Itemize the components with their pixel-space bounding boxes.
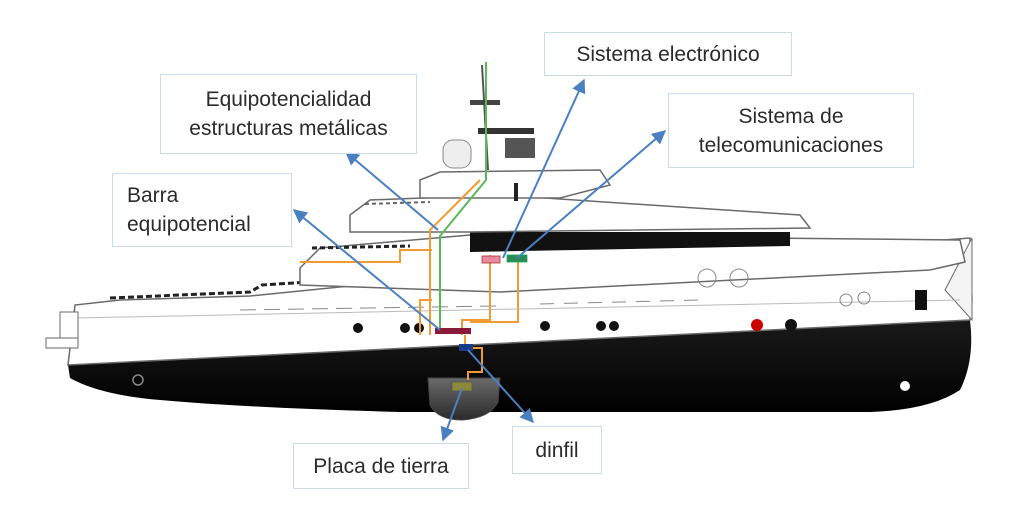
label-telecomunicaciones: Sistema de telecomunicaciones bbox=[668, 93, 914, 168]
deck-railing bbox=[109, 273, 421, 300]
arrow-placa-tierra bbox=[440, 387, 463, 442]
label-sistema-electronico-text: Sistema electrónico bbox=[576, 42, 760, 66]
label-telecom-line1: Sistema de bbox=[738, 104, 844, 128]
label-barra-line2: equipotencial bbox=[127, 213, 251, 236]
green-wire bbox=[439, 62, 487, 330]
dinfil-unit bbox=[459, 344, 473, 351]
label-equipotencialidad-line2: estructuras metálicas bbox=[189, 117, 388, 140]
label-barra-line1: Barra bbox=[127, 184, 179, 207]
label-placa-text: Placa de tierra bbox=[313, 454, 449, 478]
equipment bbox=[435, 254, 528, 392]
arrow-barra-equipotencial bbox=[292, 209, 441, 331]
arrow-sistema-electronico bbox=[502, 78, 586, 259]
arrow-telecomunicaciones bbox=[516, 130, 667, 259]
label-placa-de-tierra: Placa de tierra bbox=[293, 443, 469, 489]
stern-platform bbox=[45, 311, 79, 349]
orange-wiring bbox=[300, 179, 519, 380]
arrow-equipotencialidad bbox=[344, 151, 439, 231]
label-dinfil: dinfil bbox=[512, 426, 602, 474]
arrow-dinfil bbox=[467, 349, 534, 424]
label-sistema-electronico: Sistema electrónico bbox=[544, 32, 792, 76]
hull bbox=[68, 320, 972, 421]
callout-arrows bbox=[292, 78, 667, 442]
label-barra-equipotencial: Barra equipotencial bbox=[112, 173, 292, 247]
ground-plate bbox=[451, 381, 473, 392]
label-dinfil-text: dinfil bbox=[535, 438, 579, 462]
label-equipotencialidad-line1: Equipotencialidad bbox=[205, 88, 372, 111]
label-telecom-line2: telecomunicaciones bbox=[698, 133, 884, 157]
portholes bbox=[132, 319, 910, 391]
telecom-system-box bbox=[506, 254, 528, 263]
electronic-system-box bbox=[481, 255, 501, 264]
equipotential-bus-bar bbox=[435, 328, 471, 334]
label-equipotencialidad: Equipotencialidad estructuras metálicas bbox=[160, 74, 417, 154]
